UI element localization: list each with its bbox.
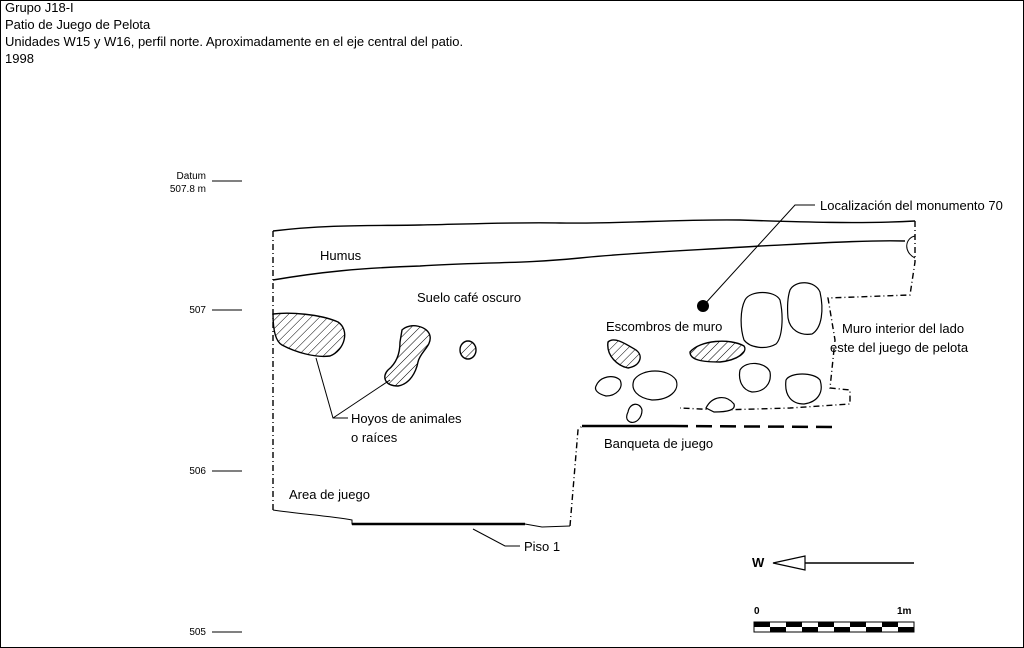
datum-value: 507.8 m <box>170 184 206 195</box>
scale-cell <box>850 622 866 627</box>
place-title: Patio de Juego de Pelota <box>5 17 151 32</box>
scale-cell <box>770 622 786 627</box>
scale-cell <box>754 622 770 627</box>
datum-label: Datum <box>177 171 206 182</box>
scale-cell <box>834 627 850 632</box>
stone-6 <box>632 370 678 401</box>
tick-label-505: 505 <box>189 627 206 638</box>
scale-cell <box>786 627 802 632</box>
rubble-stones <box>594 282 823 423</box>
scale-cell <box>866 627 882 632</box>
scale-end-label: 1m <box>897 606 912 617</box>
muro-label-line2: este del juego de pelota <box>830 340 969 355</box>
stone-2 <box>787 282 823 335</box>
right-wall <box>679 221 916 411</box>
scale-cell <box>898 622 914 627</box>
scale-cell <box>770 627 786 632</box>
humus-boundary <box>272 240 906 281</box>
scale-cell <box>866 622 882 627</box>
area-label: Area de juego <box>289 487 370 502</box>
tick-label-506: 506 <box>189 466 206 477</box>
stone-8 <box>705 397 735 413</box>
top-surface-line <box>272 219 916 232</box>
scale-cell <box>850 627 866 632</box>
hoyos-label-line2: o raíces <box>351 430 398 445</box>
muro-label-line1: Muro interior del lado <box>842 321 964 336</box>
tick-label-507: 507 <box>189 305 206 316</box>
monument-marker <box>697 204 815 312</box>
scale-cell <box>882 622 898 627</box>
humus-label: Humus <box>320 248 362 263</box>
hole-escombros-left <box>607 339 641 369</box>
scale-start-label: 0 <box>754 606 760 617</box>
hoyos-leaders <box>315 357 520 547</box>
scale-cell <box>898 627 914 632</box>
units-description: Unidades W15 y W16, perfil norte. Aproxi… <box>5 34 464 49</box>
west-arrow: W <box>752 555 914 571</box>
group-title: Grupo J18-I <box>5 0 74 15</box>
scale-cells <box>753 621 915 633</box>
hole-left-large <box>272 312 346 358</box>
hoyos-label-line1: Hoyos de animales <box>351 411 462 426</box>
west-arrow-head <box>772 555 806 571</box>
elevation-scale: Datum 507.8 m 507 506 505 <box>170 171 242 638</box>
suelo-label: Suelo café oscuro <box>417 290 521 305</box>
stone-4 <box>785 373 822 405</box>
scale-cell <box>786 622 802 627</box>
hoyos-leader-left <box>315 357 348 419</box>
scale-border <box>753 621 915 633</box>
monumento-label: Localización del monumento 70 <box>820 198 1003 213</box>
monument-leader <box>702 204 815 307</box>
scale-cell <box>818 622 834 627</box>
hole-small <box>459 340 477 360</box>
west-label: W <box>752 555 765 570</box>
piso-label: Piso 1 <box>524 539 560 554</box>
escombros-label: Escombros de muro <box>606 319 722 334</box>
hole-escombros-center <box>689 340 746 363</box>
scale-cell <box>802 622 818 627</box>
scale-cell <box>818 627 834 632</box>
stone-3 <box>738 362 771 393</box>
stone-1 <box>740 291 783 349</box>
hoyos-leader-right <box>332 379 391 419</box>
feature-labels: Humus Suelo café oscuro Escombros de mur… <box>289 198 1003 554</box>
stone-5 <box>594 376 622 397</box>
banqueta-dashed <box>671 424 836 429</box>
animal-holes <box>272 312 746 387</box>
excavation-outline <box>272 219 916 528</box>
stone-7 <box>626 403 643 423</box>
scale-cell <box>802 627 818 632</box>
scale-cell <box>834 622 850 627</box>
scale-cell <box>882 627 898 632</box>
right-edge-stone <box>906 235 916 259</box>
scale-cell <box>754 627 770 632</box>
scale-bar: 0 1m <box>753 606 915 633</box>
hole-center <box>384 325 431 387</box>
banqueta-label: Banqueta de juego <box>604 436 713 451</box>
year-label: 1998 <box>5 51 34 66</box>
banqueta-riser <box>569 425 583 527</box>
piso-leader <box>472 528 520 547</box>
